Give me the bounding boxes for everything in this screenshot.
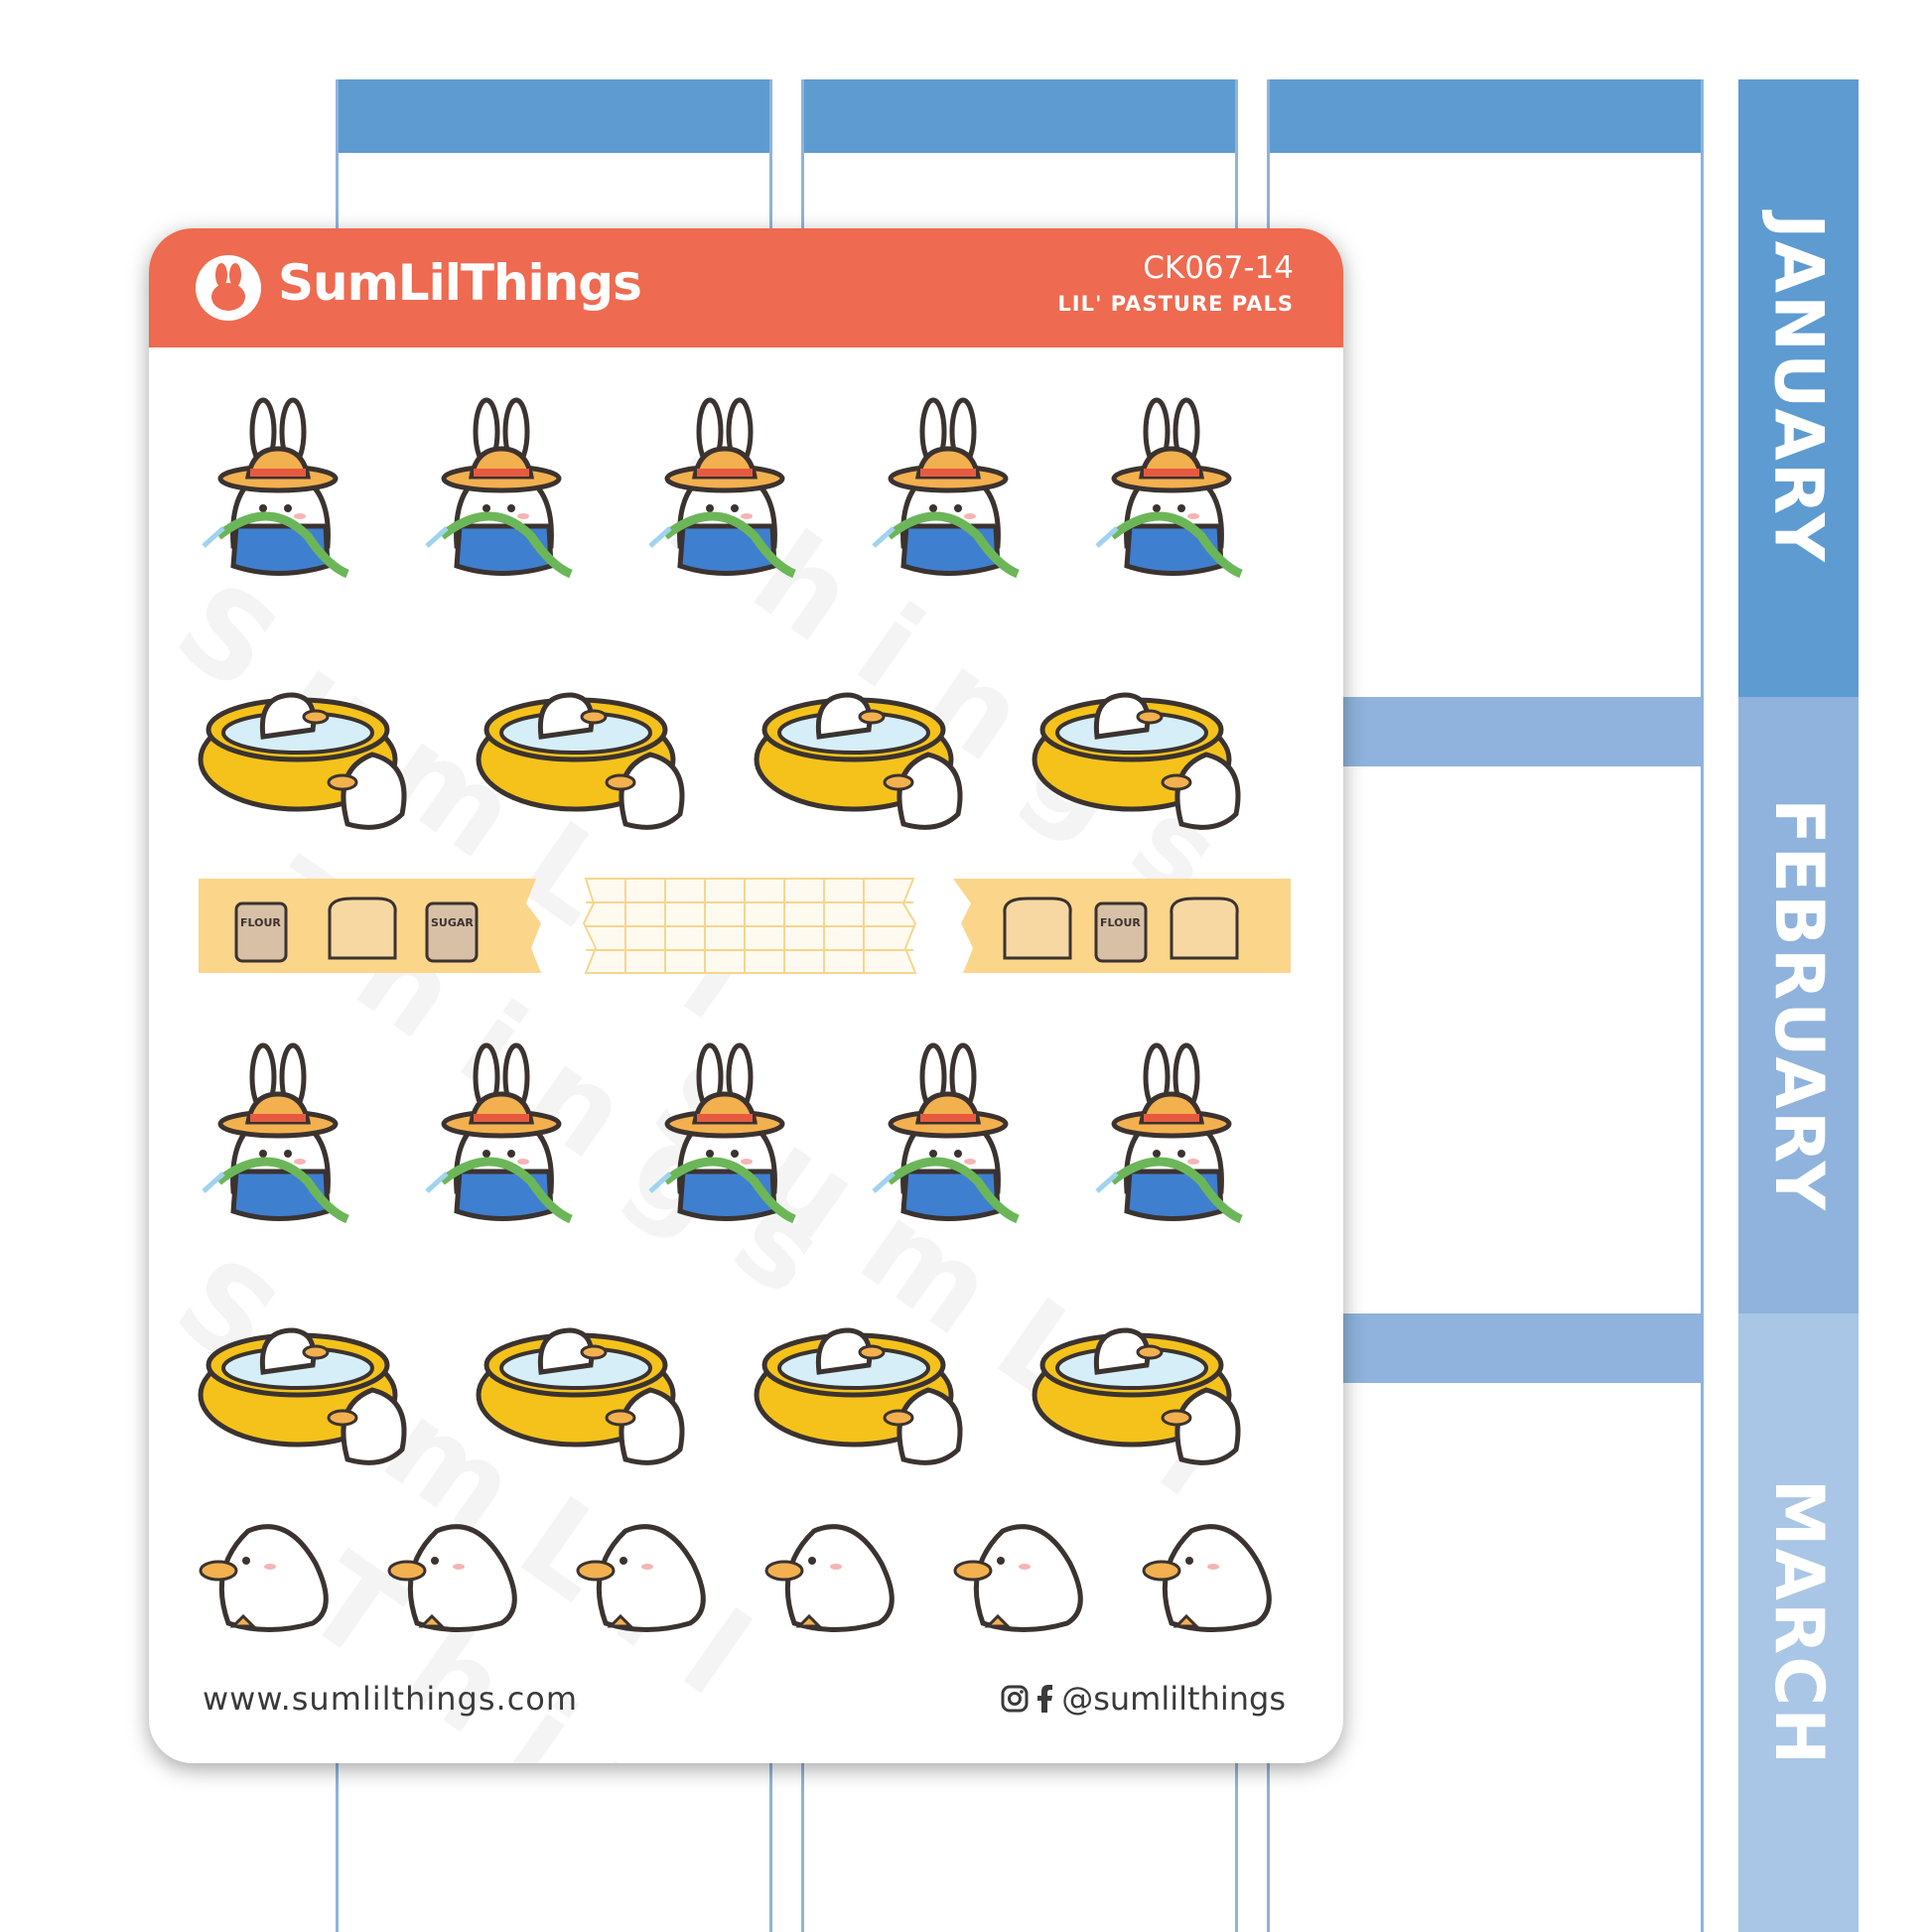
website-url: www.sumlilthings.com — [203, 1680, 579, 1718]
duck-row — [199, 1509, 1301, 1638]
social-handle: @sumlilthings — [1061, 1680, 1286, 1718]
social-links: @sumlilthings — [1000, 1680, 1286, 1718]
facebook-icon — [1037, 1685, 1053, 1713]
washi-label-flour: FLOUR — [1100, 916, 1141, 929]
instagram-icon — [1001, 1685, 1029, 1713]
product-code: CK067-14 — [1143, 250, 1294, 286]
collection-name: LIL' PASTURE PALS — [1057, 292, 1294, 316]
month-label: JANUARY — [1759, 212, 1839, 564]
bunny-farmer-row-bottom — [189, 1042, 1311, 1251]
sheet-header: SumLilThings CK067-14 LIL' PASTURE PALS — [149, 228, 1343, 347]
washi-strip-row — [199, 878, 1291, 974]
column-header-bar — [804, 79, 1235, 153]
bunny-logo-icon — [196, 255, 261, 321]
column-header-bar — [1270, 79, 1701, 153]
duck-pool-row-bottom — [189, 1301, 1311, 1469]
month-tab-january: JANUARY — [1738, 79, 1859, 697]
month-label: FEBRUARY — [1759, 798, 1839, 1212]
brand-name: SumLilThings — [278, 254, 642, 312]
sticker-sheet: S u m L i l T h i n g s S u m L i l T h … — [149, 228, 1343, 1763]
column-header-bar — [339, 79, 769, 153]
month-label: MARCH — [1759, 1478, 1839, 1767]
month-tab-february: FEBRUARY — [1738, 697, 1859, 1313]
duck-pool-row-top — [189, 665, 1311, 834]
washi-label-flour: FLOUR — [240, 916, 281, 929]
month-tab-march: MARCH — [1738, 1313, 1859, 1932]
washi-label-sugar: SUGAR — [431, 916, 474, 929]
bunny-farmer-row-top — [189, 397, 1311, 606]
